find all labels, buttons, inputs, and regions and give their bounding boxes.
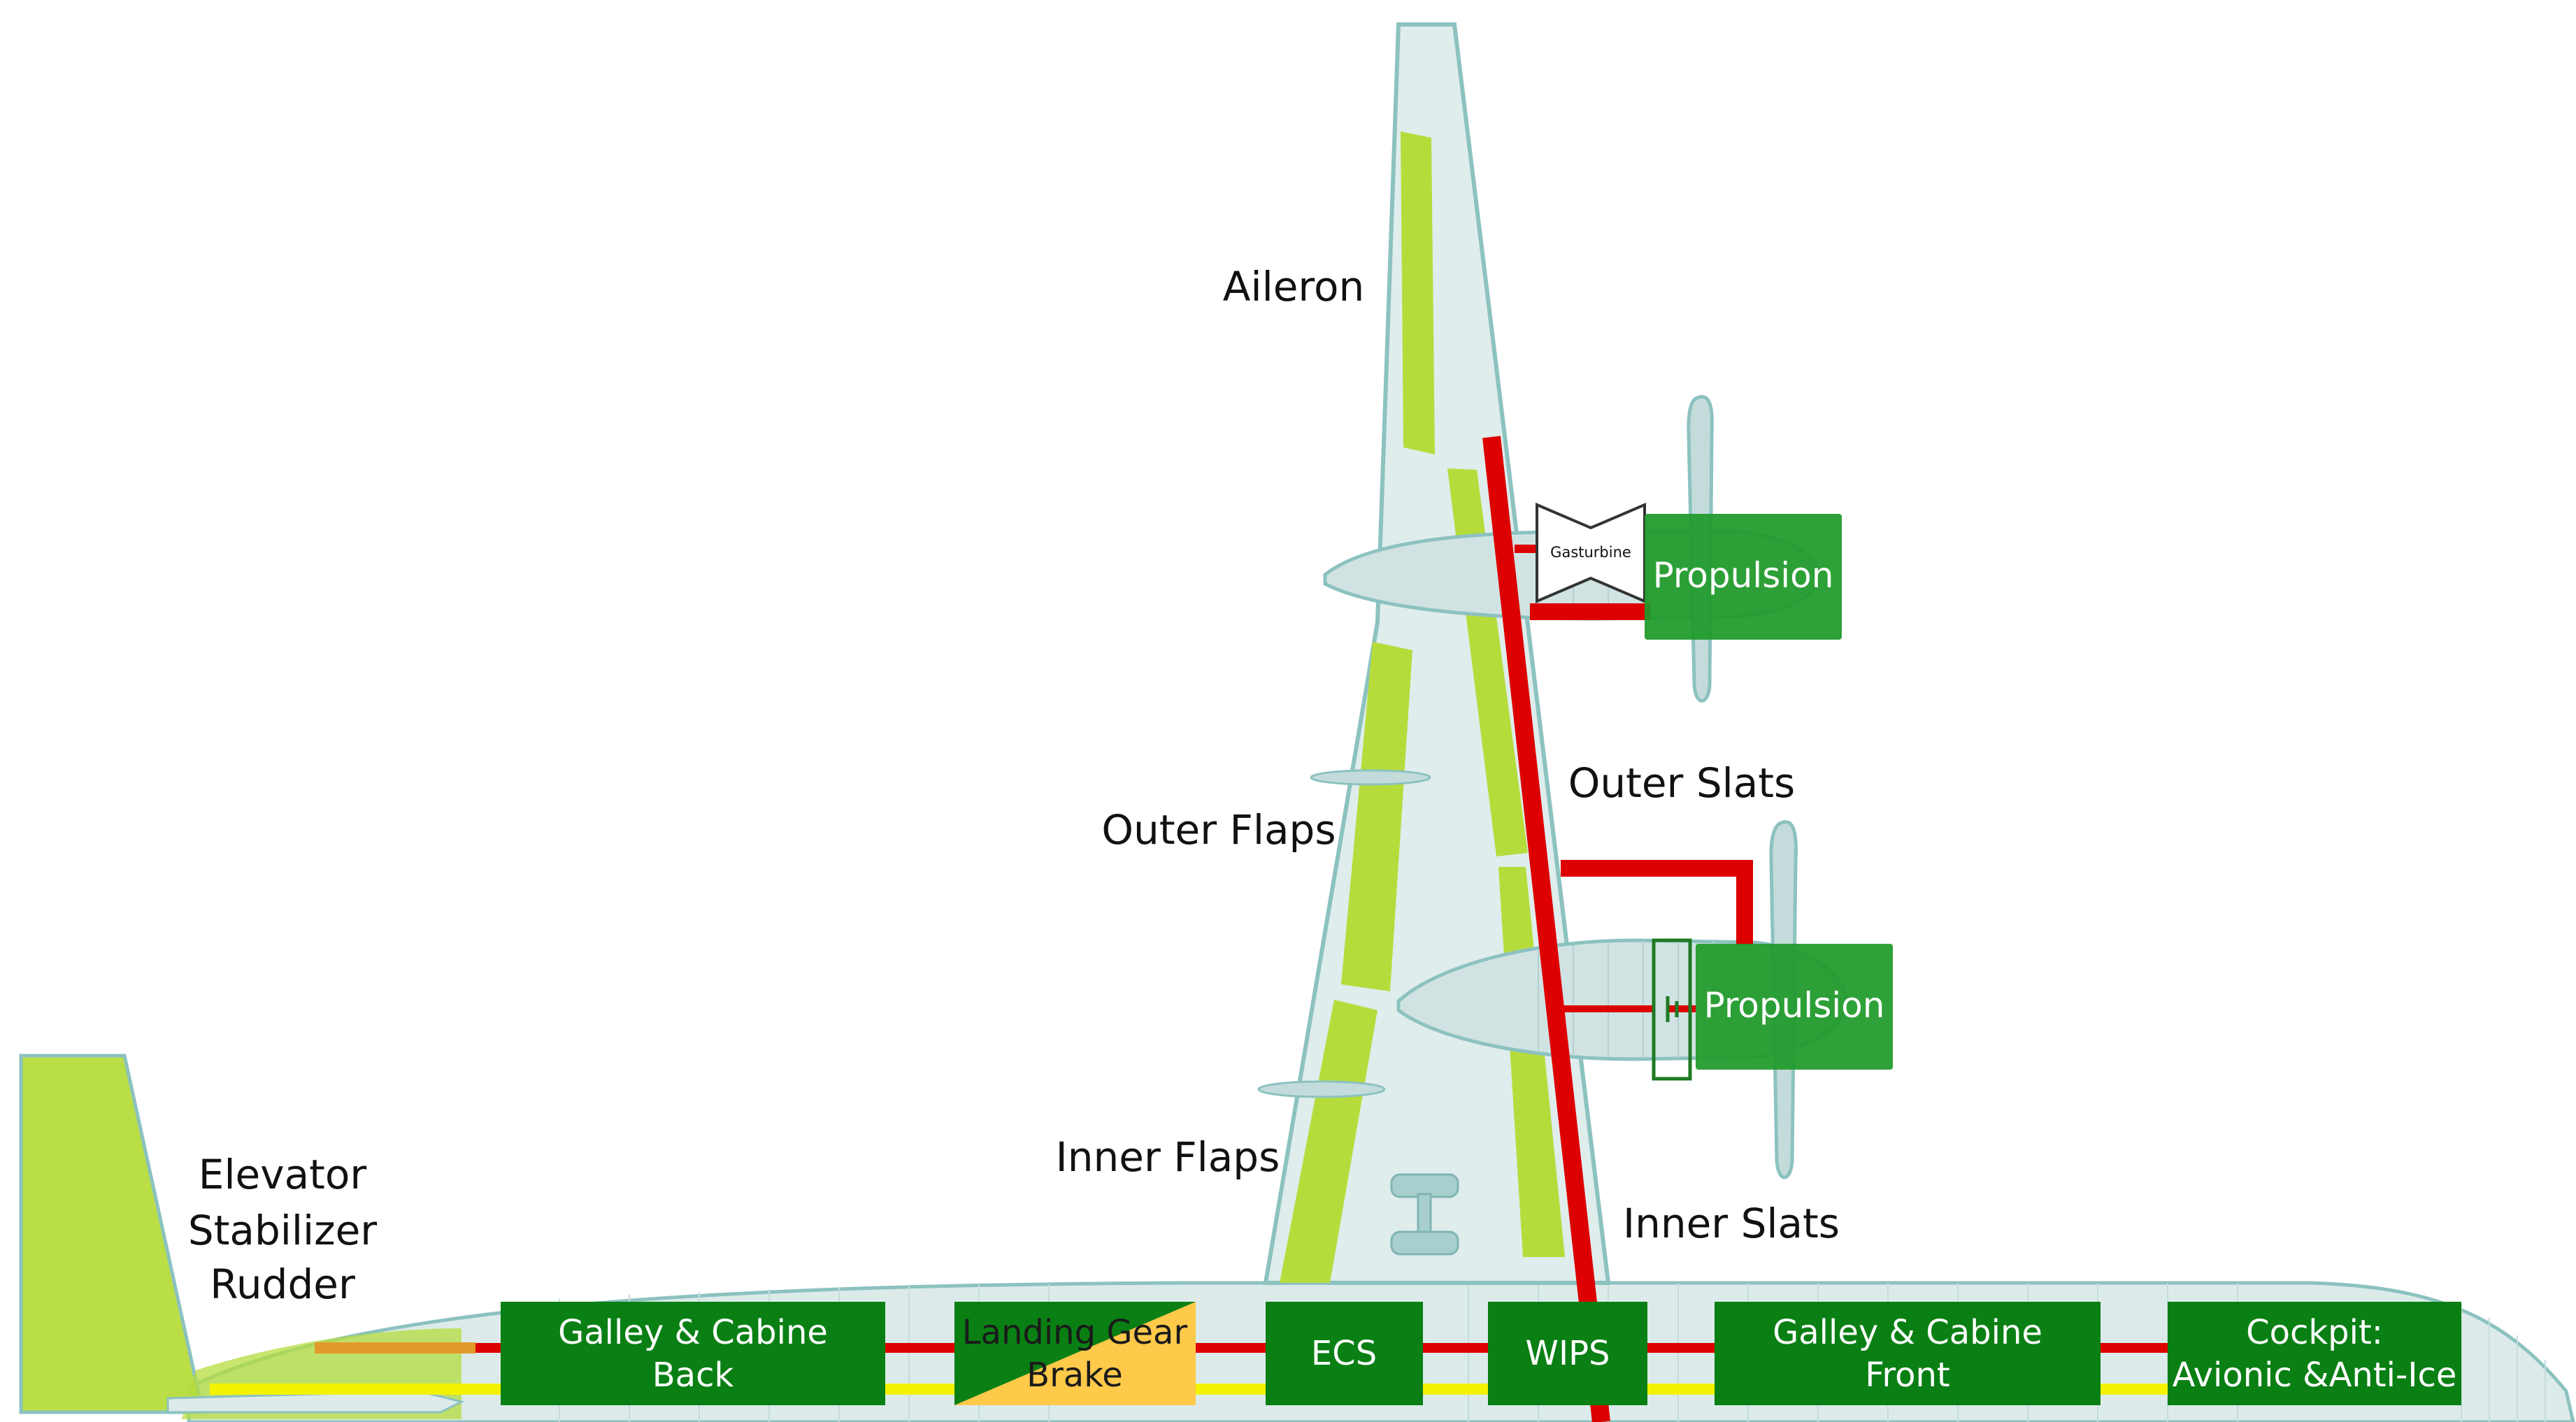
inner-flaps-surface: [1280, 1000, 1378, 1283]
aileron-surface: [1401, 131, 1435, 454]
outer-flaps-label: Outer Flaps: [1101, 806, 1336, 854]
battery-icon: [1652, 938, 1692, 1081]
landing-gear-brake-box: Landing Gear Brake: [954, 1302, 1196, 1405]
wips-label: WIPS: [1525, 1334, 1610, 1373]
cockpit-box: Cockpit: Avionic &Anti-Ice: [2168, 1302, 2461, 1405]
cockpit-line1: Cockpit:: [2246, 1313, 2383, 1352]
landing-gear-line1: Landing Gear: [962, 1313, 1188, 1352]
ecs-label: ECS: [1311, 1334, 1377, 1373]
landing-gear-icon: [1390, 1173, 1459, 1256]
rudder-label: Rudder: [210, 1261, 355, 1308]
galley-front-line1: Galley & Cabine: [1773, 1313, 2042, 1352]
inner-slats-label: Inner Slats: [1623, 1200, 1840, 1247]
propulsion-lower-box: Propulsion: [1696, 944, 1893, 1070]
main-power-bus: [1482, 436, 1610, 1422]
flap-fairing: [1257, 1080, 1386, 1098]
galley-cabine-back-box: Galley & Cabine Back: [501, 1302, 885, 1405]
galley-front-line2: Front: [1865, 1356, 1949, 1395]
aileron-label: Aileron: [1223, 263, 1364, 310]
cockpit-line2: Avionic &Anti-Ice: [2173, 1356, 2457, 1395]
ecs-box: ECS: [1266, 1302, 1423, 1405]
galley-cabine-front-box: Galley & Cabine Front: [1715, 1302, 2101, 1405]
gasturbine-label: Gasturbine: [1550, 544, 1631, 561]
flap-fairing: [1310, 769, 1431, 786]
outer-slats-label: Outer Slats: [1568, 759, 1796, 807]
outer-flaps-surface: [1341, 642, 1412, 991]
rudder-surface: [19, 1054, 206, 1414]
wips-box: WIPS: [1488, 1302, 1647, 1405]
galley-back-line2: Back: [652, 1356, 734, 1395]
propulsion-upper-box: Propulsion: [1645, 514, 1842, 640]
gasturbine-icon: Gasturbine: [1536, 502, 1646, 604]
elevator-label: Elevator: [199, 1151, 367, 1198]
inner-flaps-label: Inner Flaps: [1056, 1133, 1280, 1181]
power-lines: [1482, 436, 1753, 1422]
landing-gear-line2: Brake: [1026, 1356, 1123, 1395]
propulsion-lower-label: Propulsion: [1704, 985, 1885, 1026]
galley-back-line1: Galley & Cabine: [558, 1313, 828, 1352]
propulsion-upper-label: Propulsion: [1653, 555, 1834, 596]
stabilizer-label: Stabilizer: [188, 1207, 377, 1254]
